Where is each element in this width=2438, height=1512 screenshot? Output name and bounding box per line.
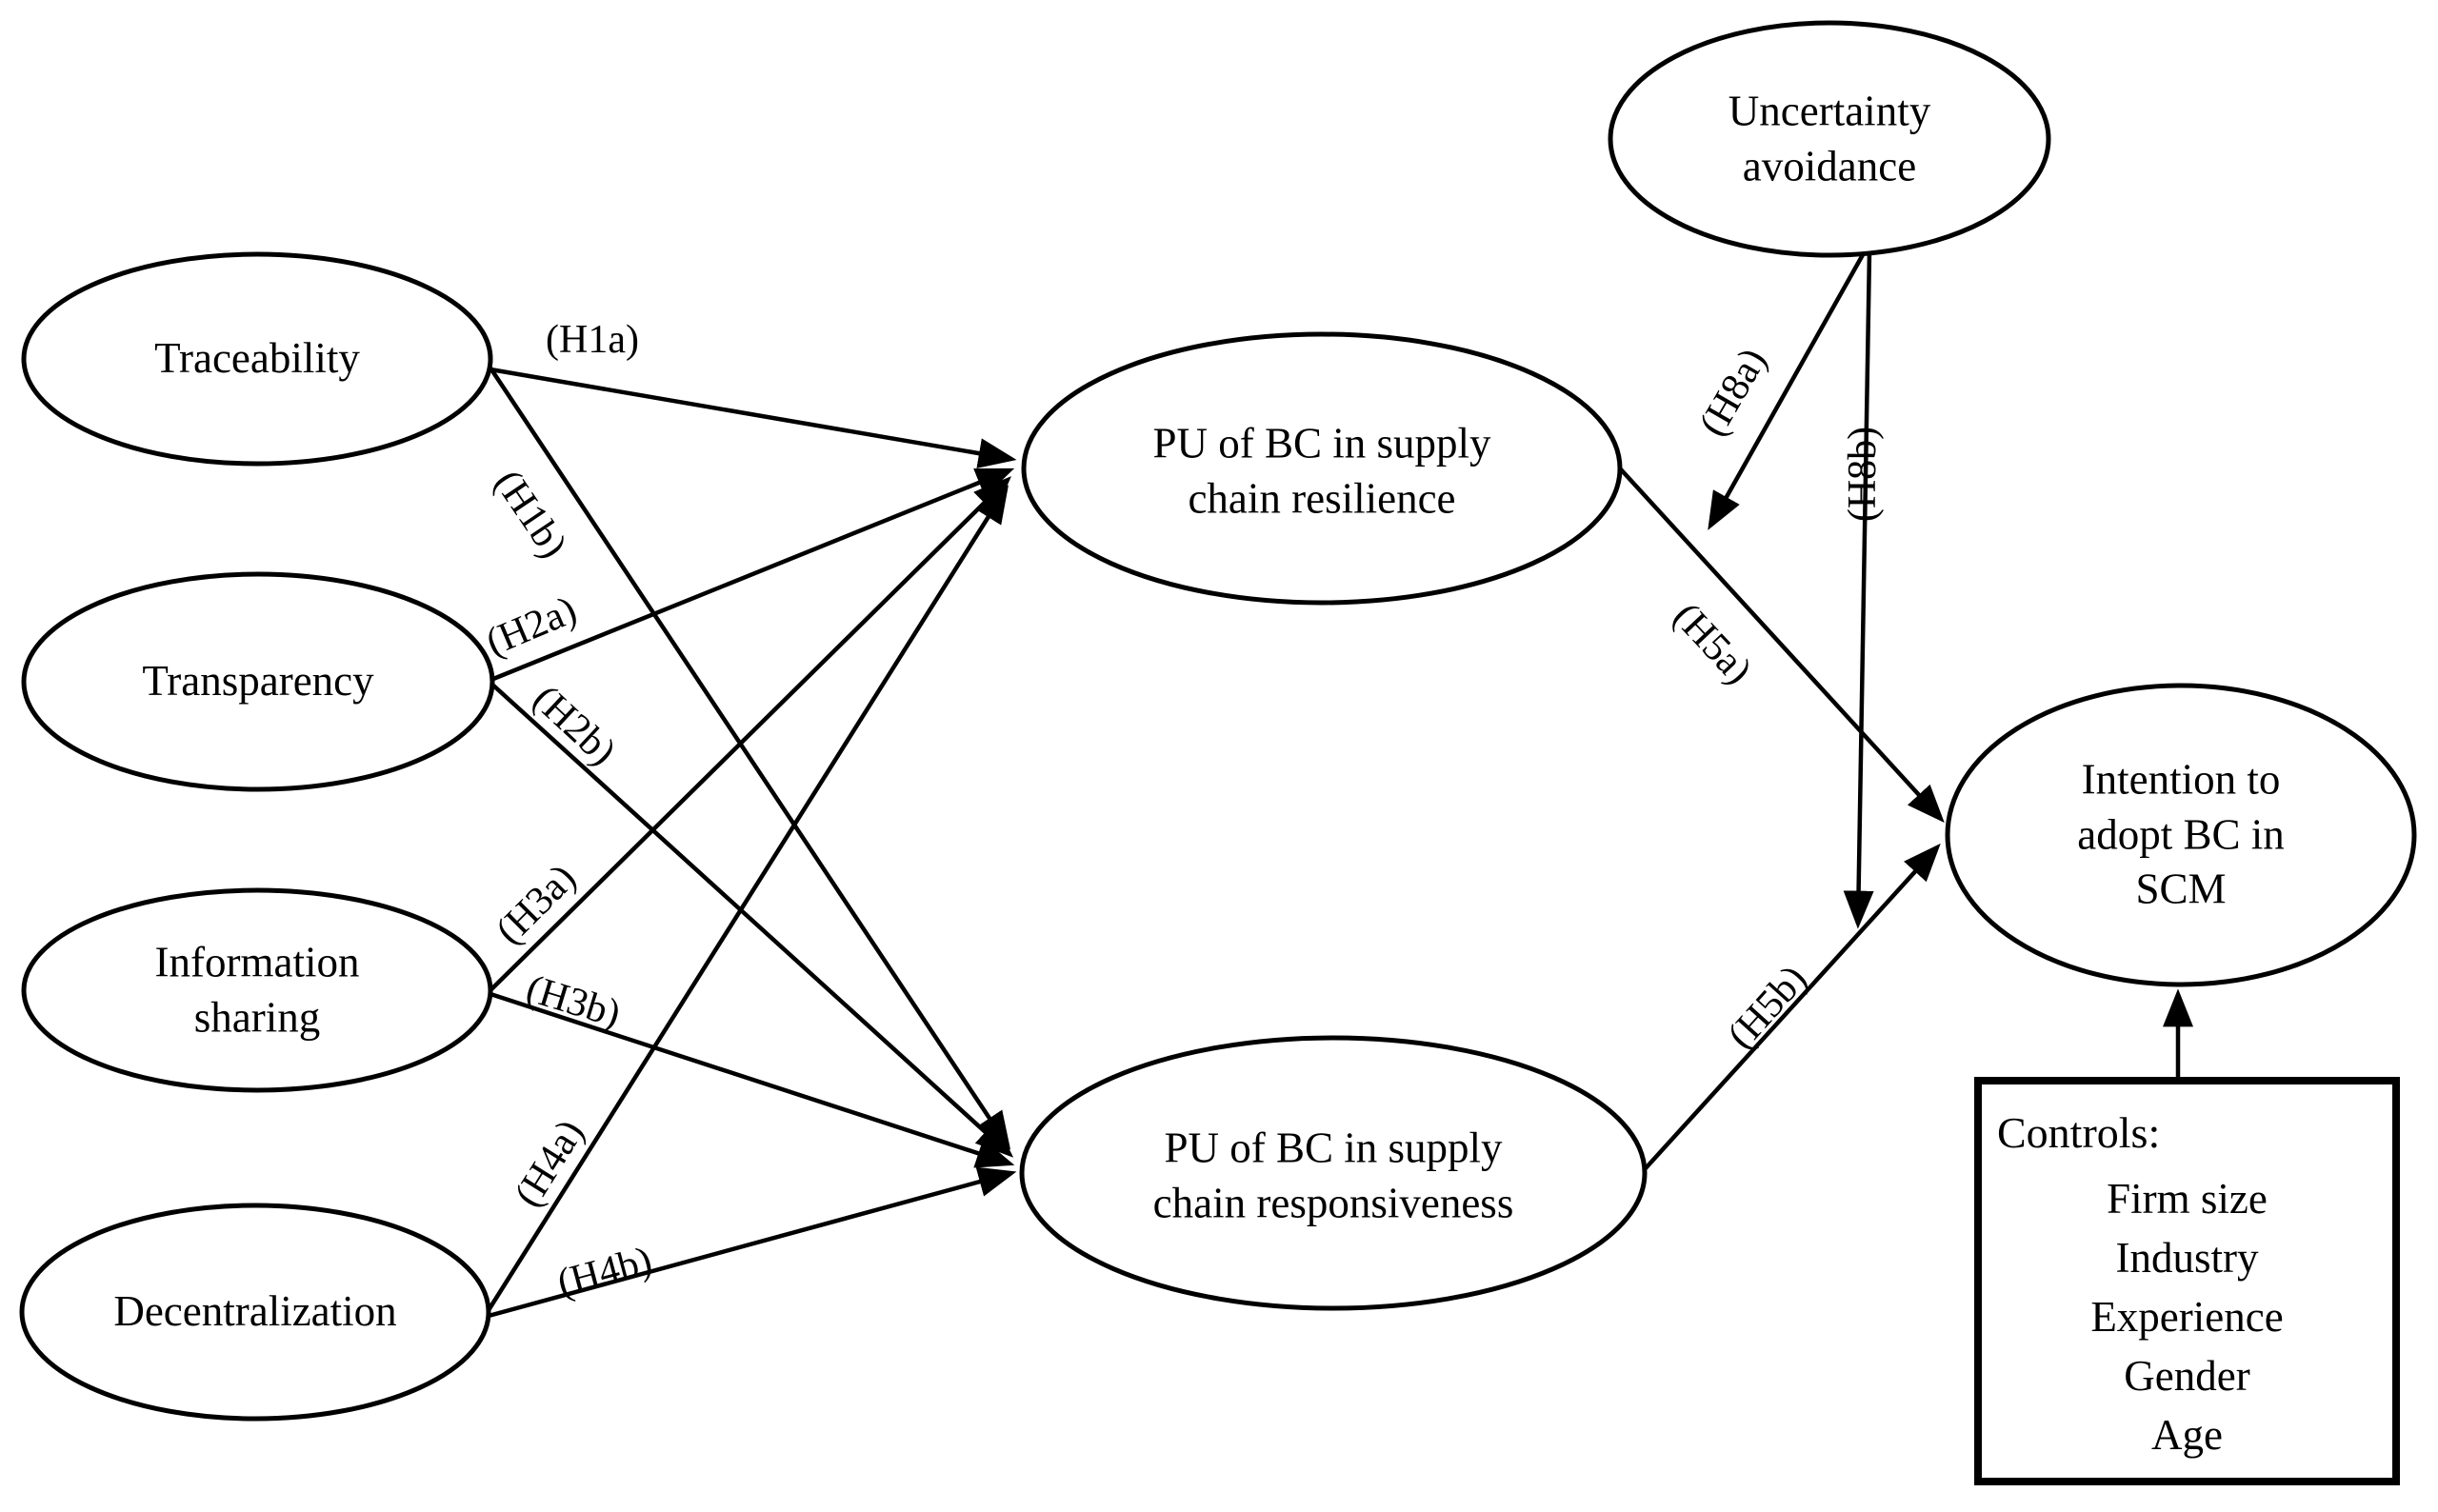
node-transparency	[21, 571, 495, 792]
edge-h4a-arrow	[487, 485, 1009, 1312]
controls-item-firm-size: Firm size	[2107, 1175, 2268, 1223]
controls-items: Firm size Industry Experience Gender Age	[1982, 1169, 2392, 1464]
edge-h1a-label: (H1a)	[546, 318, 639, 362]
edge-h3b-arrow	[490, 991, 1015, 1168]
edge-h4b-arrow	[488, 1166, 1017, 1319]
edge-h1b-arrow	[486, 362, 1011, 1150]
edge-h5b-arrow	[1643, 843, 1941, 1171]
node-pu-resilience	[1021, 331, 1623, 606]
node-uncertainty-avoidance-label: Uncertainty avoidance	[1728, 87, 1931, 189]
node-intention-label: Intention to adopt BC in SCM	[2077, 755, 2285, 913]
edge-h8a-arrow	[1708, 249, 1867, 530]
node-decentralization	[19, 1203, 491, 1422]
node-information-sharing-label: Information sharing	[154, 938, 360, 1041]
controls-item-industry: Industry	[2115, 1234, 2259, 1282]
controls-title: Controls:	[1997, 1108, 2161, 1157]
node-pu-resilience-label: PU of BC in supply chain resilience	[1152, 419, 1491, 522]
edge-h5a-arrow	[1618, 467, 1945, 824]
controls-item-age: Age	[2151, 1411, 2223, 1459]
controls-item-experience: Experience	[2090, 1293, 2284, 1341]
edge-h8b-arrow	[1843, 250, 1874, 929]
edge-h2b-arrow	[490, 682, 1014, 1158]
controls-item-gender: Gender	[2124, 1352, 2250, 1400]
node-pu-responsiveness	[1019, 1035, 1648, 1311]
node-intention	[1945, 683, 2417, 987]
node-pu-responsiveness-label: PU of BC in supply chain responsiveness	[1152, 1124, 1514, 1226]
edge-h1a-arrow	[490, 367, 1017, 468]
controls-box: Controls: Firm size Industry Experience …	[1974, 1077, 2400, 1485]
edge-h2a-arrow	[492, 468, 1015, 682]
edge-h8b-label: (H8b)	[1841, 426, 1885, 523]
edge-h3a-arrow	[489, 476, 1011, 992]
node-uncertainty-avoidance	[1608, 20, 2051, 258]
node-traceability	[21, 251, 493, 467]
node-information-sharing	[21, 887, 493, 1093]
node-traceability-label: Traceability	[154, 334, 360, 383]
node-transparency-label: Transparency	[142, 657, 374, 706]
node-decentralization-label: Decentralization	[113, 1287, 397, 1336]
